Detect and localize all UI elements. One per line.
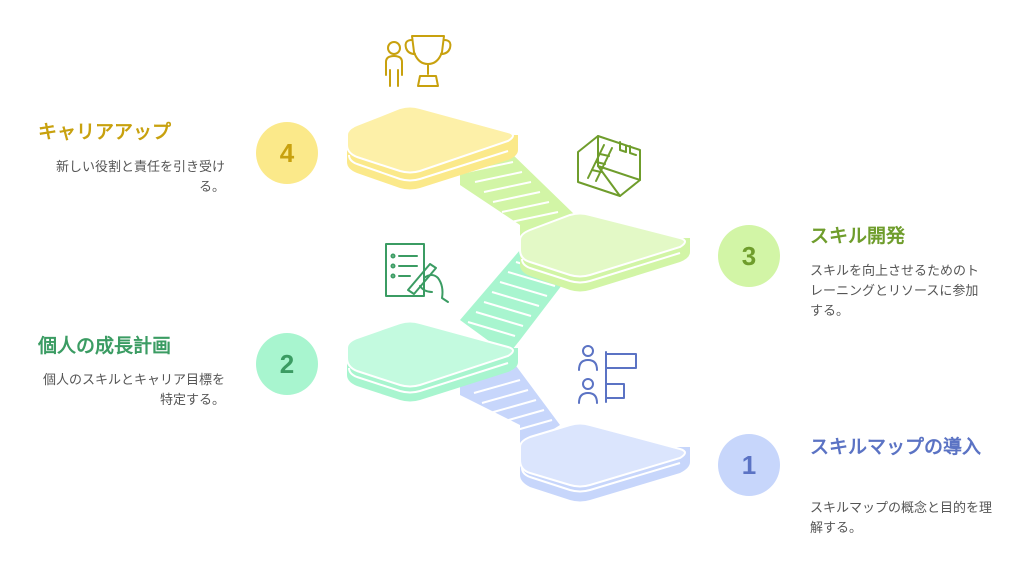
step-2-title: 個人の成長計画 <box>38 335 172 357</box>
step-3-description: スキルを向上させるためのトレーニングとリソースに参加する。 <box>810 264 980 319</box>
step-number-4: 4 <box>280 138 295 168</box>
ladder-box-icon <box>577 135 641 197</box>
step-number-2: 2 <box>280 349 294 379</box>
step-3-title: スキル開発 <box>810 225 906 247</box>
step-number-3: 3 <box>742 241 756 271</box>
step-4-description: 新しい役割と責任を引き受ける。 <box>55 160 225 195</box>
step-4-title: キャリアアップ <box>38 121 172 143</box>
step-number-badge-2: 2 <box>256 333 318 395</box>
step-1-description: スキルマップの概念と目的を理解する。 <box>810 501 993 536</box>
step-number-1: 1 <box>742 450 756 480</box>
people-list-icon <box>578 345 637 404</box>
step-number-badge-4: 4 <box>256 122 318 184</box>
step-2-description: 個人のスキルとキャリア目標を特定する。 <box>42 373 225 408</box>
platform-3 <box>519 212 690 292</box>
platform-2 <box>346 320 518 402</box>
person-trophy-icon <box>385 35 452 87</box>
document-signing-icon <box>385 243 449 303</box>
platform-1 <box>519 422 690 502</box>
step-number-badge-3: 3 <box>718 225 780 287</box>
step-number-badge-1: 1 <box>718 434 780 496</box>
step-1-title: スキルマップの導入 <box>810 436 982 458</box>
platform-4 <box>346 105 518 190</box>
stair-flight-3-4 <box>460 150 575 240</box>
